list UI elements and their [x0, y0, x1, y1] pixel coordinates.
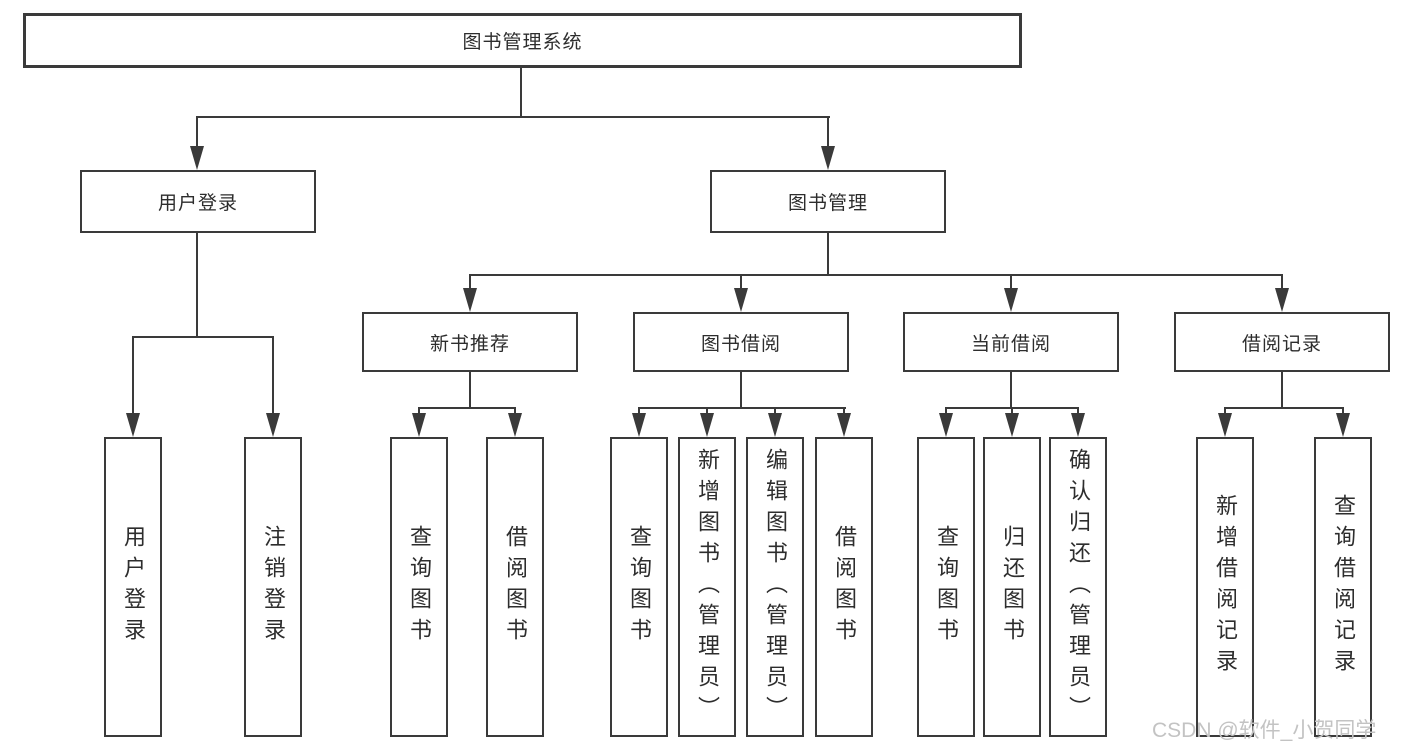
connector-line: [843, 407, 845, 417]
arrow-down-icon: [1071, 413, 1085, 437]
node-book-borrowing: 图书借阅: [633, 312, 849, 372]
arrow-down-icon: [1336, 413, 1350, 437]
leaf-add-borrow-record: 新增借阅记录: [1196, 437, 1254, 737]
arrow-down-icon: [463, 288, 477, 312]
arrow-down-icon: [837, 413, 851, 437]
leaf-edit-books-admin: 编辑图书（管理员）: [746, 437, 804, 737]
connector-line: [1077, 407, 1079, 417]
node-user-login: 用户登录: [80, 170, 316, 233]
node-book-management: 图书管理: [710, 170, 946, 233]
connector-line: [638, 407, 640, 417]
leaf-query-books-current: 查询图书: [917, 437, 975, 737]
connector-line: [774, 407, 776, 417]
node-new-book-recommendation: 新书推荐: [362, 312, 578, 372]
node-current-borrowing: 当前借阅: [903, 312, 1119, 372]
arrow-down-icon: [768, 413, 782, 437]
connector-line: [945, 407, 947, 417]
csdn-watermark: CSDN @软件_小贺同学: [1152, 719, 1377, 742]
connector-line: [1281, 372, 1283, 409]
arrow-down-icon: [1218, 413, 1232, 437]
arrow-down-icon: [700, 413, 714, 437]
leaf-query-borrow-record: 查询借阅记录: [1314, 437, 1372, 737]
connector-line: [1224, 407, 1226, 417]
arrow-down-icon: [412, 413, 426, 437]
leaf-return-books: 归还图书: [983, 437, 1041, 737]
leaf-logout: 注销登录: [244, 437, 302, 737]
connector-line: [1010, 274, 1012, 290]
arrow-down-icon: [1275, 288, 1289, 312]
connector-line: [132, 336, 274, 338]
arrow-down-icon: [1004, 288, 1018, 312]
arrow-down-icon: [821, 146, 835, 170]
arrow-down-icon: [266, 413, 280, 437]
node-library-system: 图书管理系统: [23, 13, 1022, 68]
connector-line: [272, 336, 274, 416]
connector-line: [827, 116, 829, 148]
arrow-down-icon: [126, 413, 140, 437]
connector-line: [740, 372, 742, 409]
connector-line: [132, 336, 134, 416]
leaf-borrow-books-recommend: 借阅图书: [486, 437, 544, 737]
leaf-query-books-recommend: 查询图书: [390, 437, 448, 737]
connector-line: [418, 407, 420, 417]
connector-line: [1011, 407, 1013, 417]
arrow-down-icon: [734, 288, 748, 312]
arrow-down-icon: [632, 413, 646, 437]
connector-line: [514, 407, 516, 417]
connector-line: [196, 233, 198, 338]
connector-line: [196, 116, 198, 148]
leaf-borrow-books: 借阅图书: [815, 437, 873, 737]
connector-line: [1010, 372, 1012, 409]
arrow-down-icon: [190, 146, 204, 170]
leaf-query-books-borrowing: 查询图书: [610, 437, 668, 737]
connector-line: [418, 407, 516, 409]
leaf-user-login: 用户登录: [104, 437, 162, 737]
connector-line: [469, 372, 471, 409]
connector-line: [196, 116, 830, 118]
connector-line: [1342, 407, 1344, 417]
connector-line: [469, 274, 471, 290]
arrow-down-icon: [1005, 413, 1019, 437]
arrow-down-icon: [939, 413, 953, 437]
connector-line: [638, 407, 846, 409]
connector-line: [520, 68, 522, 118]
leaf-add-books-admin: 新增图书（管理员）: [678, 437, 736, 737]
connector-line: [827, 233, 829, 276]
node-borrowing-records: 借阅记录: [1174, 312, 1390, 372]
connector-line: [469, 274, 1283, 276]
connector-line: [740, 274, 742, 290]
connector-line: [1224, 407, 1344, 409]
leaf-confirm-return-admin: 确认归还（管理员）: [1049, 437, 1107, 737]
arrow-down-icon: [508, 413, 522, 437]
connector-line: [706, 407, 708, 417]
connector-line: [1281, 274, 1283, 290]
